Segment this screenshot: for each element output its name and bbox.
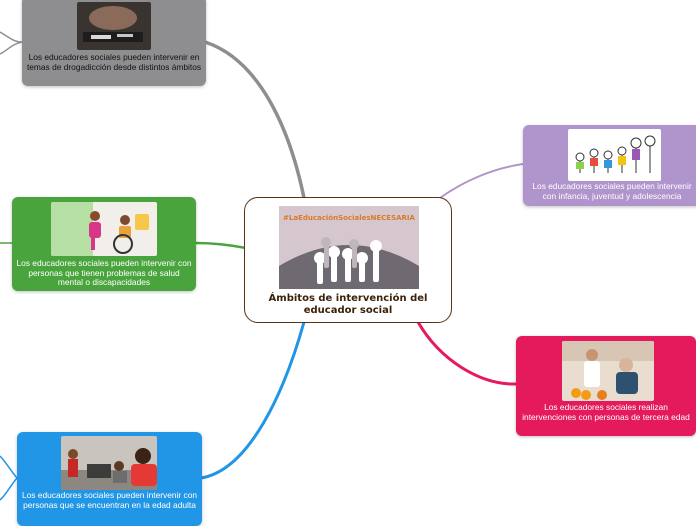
connector-tercera-edad [416,321,517,386]
elderly-care-photo [562,341,654,401]
image-hashtag: #LaEducaciónSocialesNECESARIA [283,214,415,222]
homeless-adults-photo [61,436,157,490]
children-drawing-illustration [568,129,661,181]
connector-drogas [204,40,306,199]
central-title: Ámbitos de intervención del educador soc… [268,293,428,316]
branch-node-adultos[interactable]: Los educadores sociales pueden interveni… [17,432,202,526]
branch-label-salud-mental: Los educadores sociales pueden interveni… [16,258,192,288]
branch-label-tercera-edad: Los educadores sociales realizan interve… [522,402,690,422]
branch-node-tercera-edad[interactable]: Los educadores sociales realizan interve… [516,336,696,436]
raised-hands-image: #LaEducaciónSocialesNECESARIA [279,206,419,289]
branch-node-infancia[interactable]: Los educadores sociales pueden interveni… [523,125,696,206]
connector-stub-drogas [0,31,23,55]
branch-label-drogas: Los educadores sociales pueden interveni… [26,52,202,72]
branch-label-infancia: Los educadores sociales pueden interveni… [532,181,692,201]
connector-salud-mental [195,241,247,250]
central-topic[interactable]: #LaEducaciónSocialesNECESARIA Ámbitos de… [244,197,452,323]
connector-stub-adultos [0,455,18,501]
wheelchair-illustration [51,202,157,256]
branch-label-adultos: Los educadores sociales pueden interveni… [21,490,198,510]
branch-node-drogas[interactable]: Los educadores sociales pueden interveni… [22,0,206,86]
drug-paraphernalia-photo [77,2,151,50]
branch-node-salud-mental[interactable]: Los educadores sociales pueden interveni… [12,197,196,291]
connector-infancia [439,163,524,199]
connector-adultos [200,321,306,480]
